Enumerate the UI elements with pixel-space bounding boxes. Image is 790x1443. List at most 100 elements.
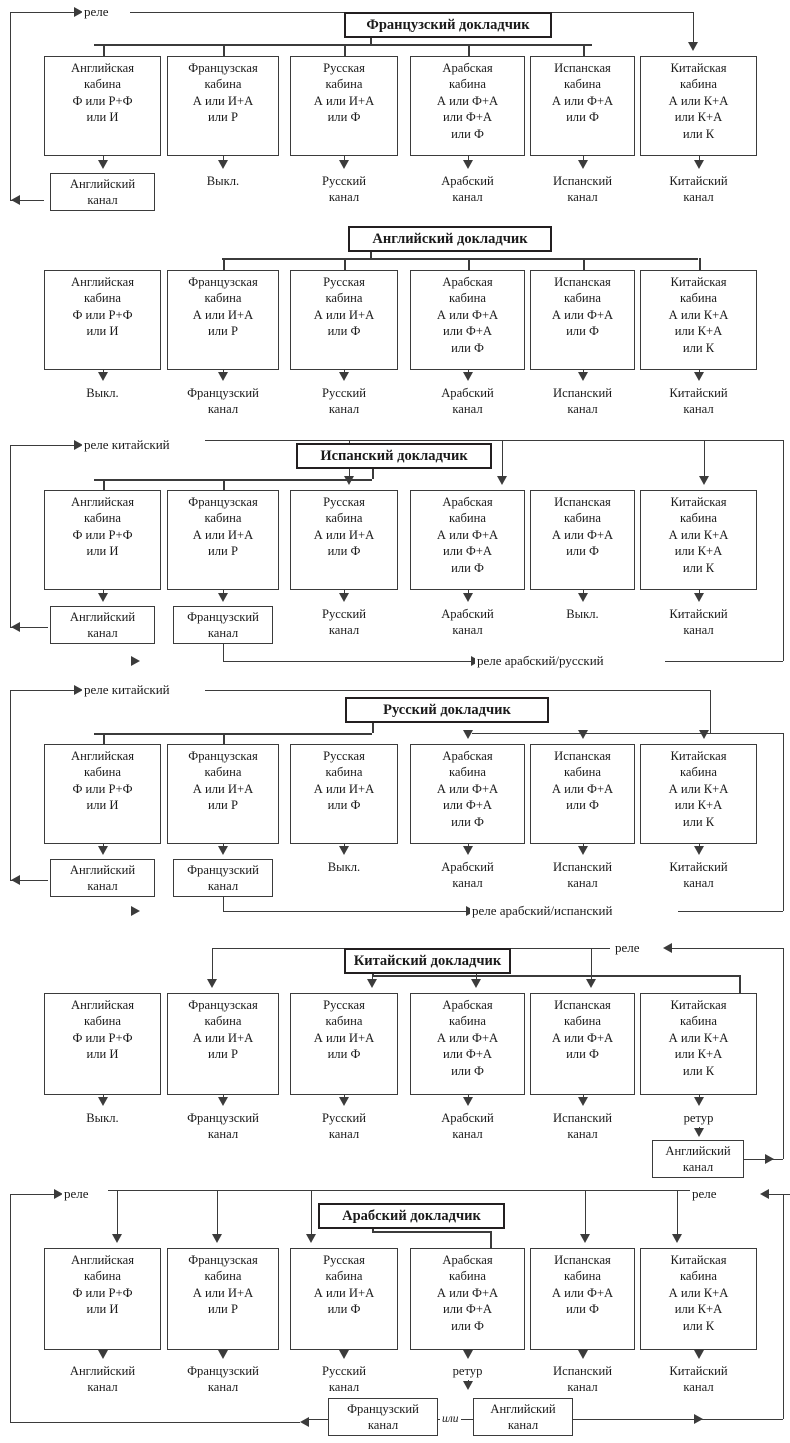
output-spanish-4: Выкл. (566, 607, 599, 621)
booth-mode-line: А или К+А (668, 1030, 729, 1045)
bus-drop (223, 258, 225, 270)
booth-language: Русская (323, 749, 365, 763)
booth-mode-line: или Ф+А (442, 1047, 493, 1062)
booth-language: Английская (70, 1253, 135, 1267)
relay-drop-ar (502, 440, 503, 477)
booth-unit: кабина (84, 291, 121, 306)
booth-to-output-arrow (693, 846, 704, 855)
output-english-0: Выкл. (86, 386, 119, 400)
relay-entry-arrow (74, 685, 83, 695)
booth-language: Испанская (554, 749, 611, 763)
booth-to-output-arrow (462, 1350, 473, 1359)
relay-right-v (783, 440, 784, 661)
relay-label-spanish-arru: реле арабский/русский (475, 653, 606, 668)
booth-language: Китайская (670, 1253, 727, 1267)
booth-to-output-line (102, 590, 104, 594)
bus-drop (223, 479, 225, 490)
booth-mode-line: Ф или Р+Ф (72, 93, 133, 108)
relay-drop-arrow (580, 1234, 590, 1243)
section-header-russian: Русский докладчик (345, 697, 549, 723)
booth-unit: кабина (325, 511, 363, 526)
booth-mode-line: А или Ф+А (551, 307, 614, 322)
booth-language: Арабская (442, 1253, 493, 1267)
french-relay-h (223, 911, 530, 912)
booth-to-output-arrow (577, 160, 588, 169)
booth-to-output-line (582, 844, 584, 847)
booth-to-output-arrow (693, 372, 704, 381)
booth-to-output-line (582, 370, 584, 373)
relay-label-chinese: реле (613, 940, 642, 955)
booth-to-output-arrow (218, 846, 228, 855)
section-header-arabic: Арабский докладчик (318, 1203, 505, 1229)
booth-to-output-arrow (218, 1350, 228, 1359)
booth-mode-line: или К (682, 560, 715, 575)
booth-mode-line: или Р (208, 110, 238, 125)
booth-mode-line: или К+А (674, 1047, 723, 1062)
relay-out-h (678, 911, 783, 912)
booth-language: Французская (188, 998, 258, 1012)
booth-language: Арабская (442, 998, 493, 1012)
booth-mode-line: Ф или Р+Ф (72, 781, 133, 796)
relay-left-arrow (54, 1189, 63, 1199)
booth-mode-line: А или И+А (192, 307, 254, 322)
booth-to-output-arrow (218, 1097, 228, 1106)
booth-to-output-arrow (97, 1350, 108, 1359)
booth-language: Испанская (554, 61, 611, 75)
booth-unit: кабина (449, 511, 486, 526)
relay-drop-cn (703, 440, 705, 477)
booth-mode-line: или Р (208, 544, 238, 559)
booth-mode-line: А или Ф+А (436, 93, 499, 108)
booth-mode-line: А или И+А (313, 781, 375, 796)
booth-mode-line: или И (86, 324, 119, 339)
booth-mode-line: или Ф (566, 798, 599, 813)
booth-mode-line: или К+А (674, 1302, 723, 1317)
booth-to-output-arrow (462, 160, 473, 169)
